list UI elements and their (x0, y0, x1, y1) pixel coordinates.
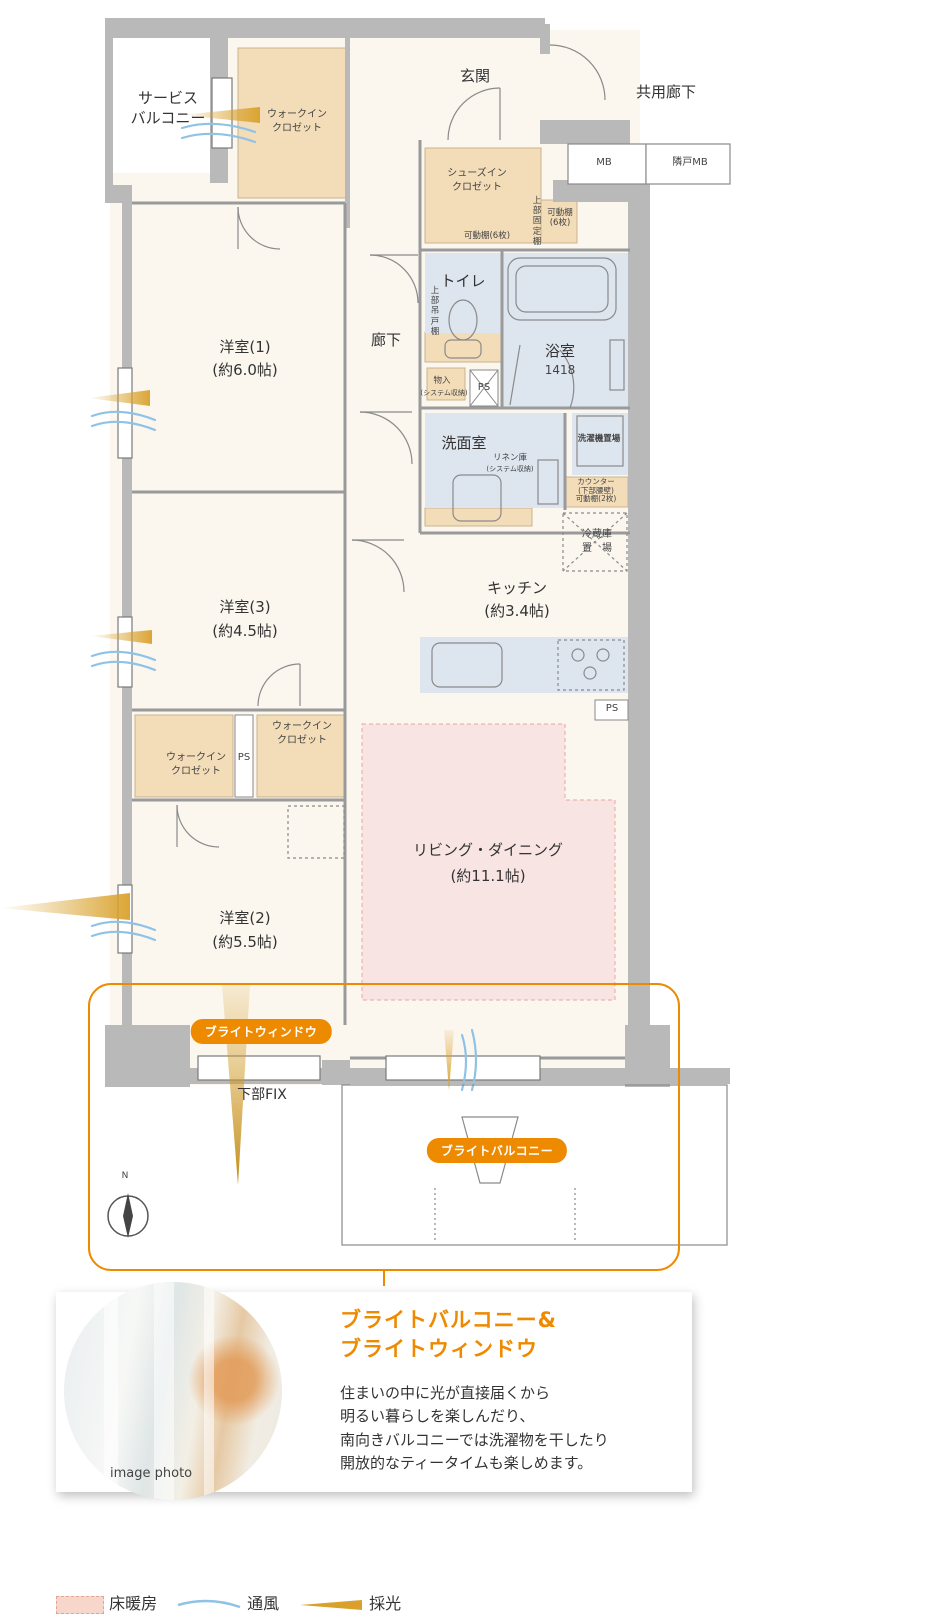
washer-place-label: 洗濯機置場 (577, 434, 621, 444)
ventilation-waves (90, 122, 478, 1092)
counter-label: カウンター (下部腰壁) 可動棚(2枚) (575, 477, 617, 504)
ps-label-2: PS (237, 752, 251, 763)
legend-ventilation: 通風 (176, 1590, 279, 1614)
floor-heating-area (361, 723, 616, 1001)
bright-balcony-badge: ブライトバルコニー (426, 1138, 568, 1163)
legend-floor-heating: 床暖房 (56, 1590, 157, 1614)
service-balcony-area (112, 38, 210, 173)
room-bath: 浴室 (544, 342, 576, 360)
ventilation-wave-icon (177, 1599, 241, 1608)
bright-window-badge: ブライトウィンドウ (190, 1019, 332, 1044)
fridge-label: 冷蔵庫 置 場 (582, 529, 612, 554)
western-1-size: (約6.0帖) (212, 361, 278, 379)
curtain-shape (154, 1282, 174, 1500)
room-toilet: トイレ (440, 272, 486, 290)
room-wic-top: ウォークイン クロゼット (267, 109, 327, 134)
room-service-balcony: サービス バルコニー (130, 89, 206, 128)
movable-shelf-side-label: 可動棚 (6枚) (547, 208, 573, 229)
ps-label-3: PS (605, 703, 619, 714)
western-2-size: (約5.5帖) (212, 933, 278, 951)
image-photo (64, 1282, 282, 1500)
room-western-3: 洋室(3) (219, 598, 271, 616)
bath-size: 1418 (544, 363, 576, 377)
western-3-size: (約4.5帖) (212, 622, 278, 640)
movable-shelf-label: 可動棚(6枚) (463, 231, 511, 241)
north-label: N (121, 1171, 129, 1181)
legend-lighting: 採光 (298, 1590, 401, 1614)
room-western-2: 洋室(2) (219, 909, 271, 927)
room-wic-b: ウォークイン クロゼット (272, 721, 332, 746)
meter-boxes (567, 143, 731, 185)
partitions (132, 140, 630, 1060)
photo-caption: image photo (110, 1466, 193, 1481)
curtain-shape (204, 1282, 214, 1500)
door-swings (176, 44, 606, 848)
lighting-ray-icon (300, 1599, 362, 1610)
room-western-1: 洋室(1) (219, 338, 271, 356)
linen-sub: (システム収納) (486, 465, 534, 473)
storage-sub: (システム収納) (420, 389, 468, 397)
curtain-shape (104, 1282, 118, 1500)
room-shoes-closet: シューズイン クロゼット (447, 168, 507, 193)
wet-areas (420, 253, 630, 693)
feature-title: ブライトバルコニー& ブライトウィンドウ (340, 1308, 557, 1362)
room-corridor: 廊下 (370, 331, 402, 349)
room-entrance: 玄関 (459, 67, 491, 85)
compass-icon (107, 1193, 149, 1238)
legend-lighting-label: 採光 (369, 1594, 402, 1613)
room-storage: 物入 (433, 376, 451, 386)
feature-description: 住まいの中に光が直接届くから 明るい暮らしを楽しんだり、 南向きバルコニーでは洗… (340, 1384, 609, 1472)
legend-ventilation-label: 通風 (247, 1594, 280, 1613)
floor-heating-swatch (56, 1595, 104, 1614)
upper-fixed-shelf-label: 上部固定棚 (532, 196, 542, 247)
upper-cabinet-label: 上部吊戸棚 (430, 286, 440, 337)
linen-label: リネン庫 (492, 453, 528, 463)
pipe-shafts (234, 369, 629, 798)
room-kitchen: キッチン (486, 579, 548, 597)
neighbor-mb-label: 隣戸MB (672, 157, 708, 168)
fixtures (287, 257, 628, 859)
mb-label: MB (596, 157, 612, 168)
living-size: (約11.1帖) (450, 867, 526, 885)
room-living: リビング・ダイニング (412, 841, 564, 859)
room-washroom: 洗面室 (441, 434, 487, 452)
kitchen-size: (約3.4帖) (484, 602, 550, 620)
room-wic-a: ウォークイン クロゼット (166, 752, 226, 777)
legend-floor-heating-label: 床暖房 (109, 1594, 158, 1613)
ps-label-1: PS (477, 382, 491, 393)
lower-fix-label: 下部FIX (237, 1087, 287, 1103)
common-corridor-label: 共用廊下 (635, 83, 697, 101)
feature-card: ブライトバルコニー& ブライトウィンドウ 住まいの中に光が直接届くから 明るい暮… (56, 1282, 692, 1500)
